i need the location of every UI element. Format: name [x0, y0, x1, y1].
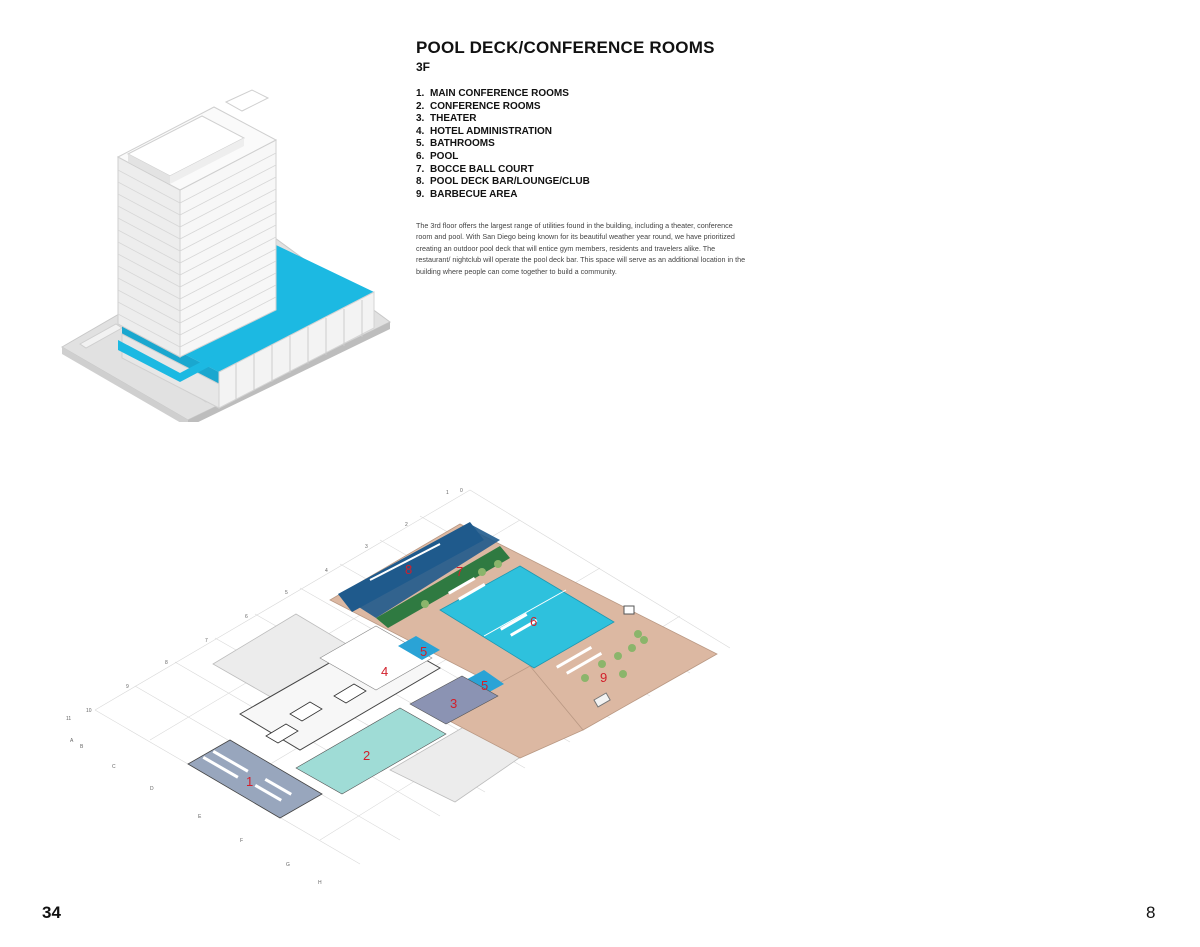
legend-number: 9.	[416, 188, 425, 200]
legend-label: BARBECUE AREA	[430, 188, 518, 200]
hotel-administration	[319, 625, 433, 691]
floor-label: 3F	[416, 60, 431, 74]
trees	[421, 560, 648, 682]
legend-item: 2. CONFERENCE ROOMS	[416, 101, 590, 114]
page-number-left: 34	[42, 903, 61, 922]
grid-label: G	[286, 862, 290, 868]
legend-item: 1. MAIN CONFERENCE ROOMS	[416, 88, 590, 101]
page-number-right: 8	[1146, 903, 1156, 922]
legend-item: 3. THEATER	[416, 113, 590, 126]
legend-item: 4. HOTEL ADMINISTRATION	[416, 126, 590, 139]
zone-label-6: 6	[530, 614, 537, 629]
grid-label: 10	[86, 708, 92, 714]
legend-label: MAIN CONFERENCE ROOMS	[430, 88, 569, 99]
bocce-court	[376, 546, 510, 628]
grid-label: E	[198, 814, 202, 820]
grid-label: H	[318, 880, 322, 886]
conference-tables	[202, 749, 292, 802]
zone-label-5-north: 5	[420, 644, 427, 659]
legend-number: 2.	[416, 100, 425, 112]
legend-item: 6. POOL	[416, 151, 590, 164]
zone-label-4: 4	[381, 664, 388, 679]
pool-loungers	[448, 577, 603, 675]
zone-label-5-south: 5	[481, 678, 488, 693]
legend-number: 4.	[416, 125, 425, 137]
zone-label-7: 7	[456, 564, 463, 579]
barbecue-grill	[593, 692, 611, 708]
zone-label-1: 1	[246, 774, 253, 789]
legend-label: HOTEL ADMINISTRATION	[430, 125, 553, 137]
deck-kiosk	[623, 605, 635, 615]
legend-item: 5. BATHROOMS	[416, 138, 590, 151]
legend-item: 9. BARBECUE AREA	[416, 189, 590, 202]
legend-item: 7. BOCCE BALL COURT	[416, 164, 590, 177]
legend-label: CONFERENCE ROOMS	[430, 100, 541, 112]
tower-floor-lines	[117, 152, 277, 348]
roof-mechanical-box	[224, 89, 270, 112]
lounge-bar-strip	[340, 524, 500, 618]
legend-label: POOL	[430, 150, 459, 162]
pool-water	[439, 565, 615, 669]
roof-penthouse-face-right	[170, 138, 244, 184]
site-base-edge	[62, 347, 188, 422]
floor-description: The 3rd floor offers the largest range o…	[416, 221, 746, 276]
legend-item: 8. POOL DECK BAR/LOUNGE/CLUB	[416, 176, 590, 189]
room-legend: 1. MAIN CONFERENCE ROOMS 2. CONFERENCE ROO…	[416, 88, 590, 201]
legend-label: THEATER	[430, 113, 477, 125]
grid-label: 0	[460, 488, 463, 494]
grid-label: 9	[126, 684, 129, 690]
grid-label: 6	[245, 614, 248, 620]
bar-counter	[369, 543, 441, 581]
page-title: POOL DECK/CONFERENCE ROOMS	[416, 38, 715, 57]
zone-label-3: 3	[450, 696, 457, 711]
grid-label: 11	[66, 716, 71, 722]
grid-label: B	[80, 744, 84, 750]
legend-number: 7.	[416, 163, 425, 175]
conference-rooms	[295, 707, 447, 795]
tower-blue-band	[118, 340, 180, 382]
podium-columns	[235, 300, 363, 400]
grid-label: 3	[365, 544, 368, 550]
grid-label: 4	[325, 568, 328, 574]
grid-label: 5	[285, 590, 288, 596]
main-conference-rooms	[187, 739, 323, 819]
grid-label: A	[70, 738, 74, 744]
legend-number: 3.	[416, 113, 425, 125]
building-isometric-model	[61, 89, 391, 422]
legend-label: POOL DECK BAR/LOUNGE/CLUB	[430, 176, 590, 188]
legend-label: BOCCE BALL COURT	[430, 163, 534, 175]
grid-label: D	[150, 786, 154, 792]
zone-label-2: 2	[363, 748, 370, 763]
grid-label: F	[240, 838, 243, 844]
grid-label: 8	[165, 660, 168, 666]
legend-number: 5.	[416, 138, 425, 150]
legend-number: 6.	[416, 150, 425, 162]
zone-label-8: 8	[405, 562, 412, 577]
zone-label-9: 9	[600, 670, 607, 685]
grid-label: 2	[405, 522, 408, 528]
legend-label: BATHROOMS	[430, 138, 495, 150]
theater	[409, 675, 499, 725]
grid-label: C	[112, 764, 116, 770]
elevator-cores	[265, 683, 367, 744]
floor-plan-isometric: 1 2 3 4 5 5 6 7 8 9 1 0 2 3 4 5 6 7 8 9 …	[66, 488, 730, 886]
bathroom-south	[462, 670, 504, 696]
bathroom-north	[398, 636, 440, 660]
grid-label: 1	[446, 490, 449, 496]
grid-label: 7	[205, 638, 208, 644]
legend-number: 1.	[416, 88, 425, 99]
tower-blue-band-right	[180, 354, 216, 382]
roof-penthouse-face	[128, 154, 170, 184]
pool-divider	[483, 589, 567, 637]
legend-number: 8.	[416, 176, 425, 188]
